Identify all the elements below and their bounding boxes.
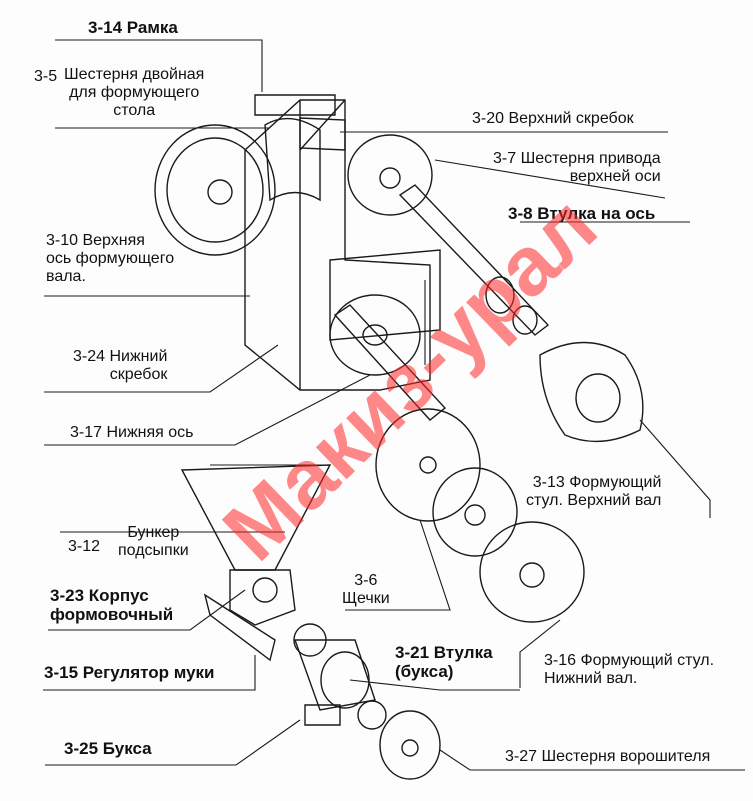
label-3-13-forming-stool-upper: 3-13 Формующий стул. Верхний вал [526,474,662,509]
leader-3-25 [45,719,301,766]
label-3-7-drive-gear: 3-7 Шестерня привода верхней оси [493,150,661,185]
leader-3-23 [48,589,246,631]
agitator-gear [379,710,441,780]
leader-3-6 [345,519,451,611]
forming-housing [229,569,296,626]
leader-3-24 [44,344,279,393]
upper-drive-gear [347,134,433,216]
label-3-5-number: 3-5 [34,68,58,85]
label-3-23-forming-housing: 3-23 Корпус формовочный [50,586,174,625]
frame-body [244,99,431,391]
cheek-disc-1 [375,408,481,522]
label-3-6-cheeks: 3-6 Щечки [342,572,390,607]
label-3-12-hopper: Бункер подсыпки [118,524,189,559]
leader-3-16 [519,619,561,688]
label-3-16-forming-stool-lower: 3-16 Формующий стул. Нижний вал. [544,652,715,687]
frame-top-plate [254,94,336,116]
bushing-small [357,700,387,730]
double-gear-collar [264,117,321,202]
label-3-15-flour-regulator: 3-15 Регулятор муки [44,663,215,682]
forming-stool-upper [539,341,644,443]
frame-inner-block [329,249,441,341]
label-3-5-double-gear: Шестерня двойная для формующего стола [64,66,205,119]
label-3-8-shaft-bushing: 3-8 Втулка на ось [508,204,656,223]
label-3-24-lower-scraper: 3-24 Нижний скребок [73,348,168,383]
leader-3-13 [639,419,711,518]
label-3-27-agitator-gear: 3-27 Шестерня ворошителя [505,748,711,765]
leader-3-15 [43,655,256,691]
leader-3-27 [439,749,745,771]
double-gear-outer [154,124,276,256]
lower-shaft [333,304,447,421]
leader-3-17 [44,374,371,446]
label-3-25-bushing: 3-25 Букса [64,739,152,758]
label-3-20-upper-scraper: 3-20 Верхний скребок [472,110,634,127]
label-3-12-number: 3-12 [68,538,101,555]
upper-scraper [299,117,346,151]
leader-3-7 [434,159,666,199]
shaft-bushing [485,276,515,314]
leader-3-14 [55,39,263,92]
label-3-21-bushing: 3-21 Втулка (букса) [395,643,493,682]
label-3-10-upper-axis: 3-10 Верхняя ось формующего вала. [46,232,175,285]
cheek-disc-2 [432,467,518,557]
bushing-assembly [294,639,376,711]
leader-3-21 [349,679,520,691]
flour-regulator [203,593,276,662]
upper-shaft [398,184,550,336]
forming-stool-lower [479,521,585,623]
label-3-17-lower-axis: 3-17 Нижняя ось [70,424,194,441]
label-3-14-frame: 3-14 Рамка [88,18,178,37]
double-gear-hub [207,179,233,205]
